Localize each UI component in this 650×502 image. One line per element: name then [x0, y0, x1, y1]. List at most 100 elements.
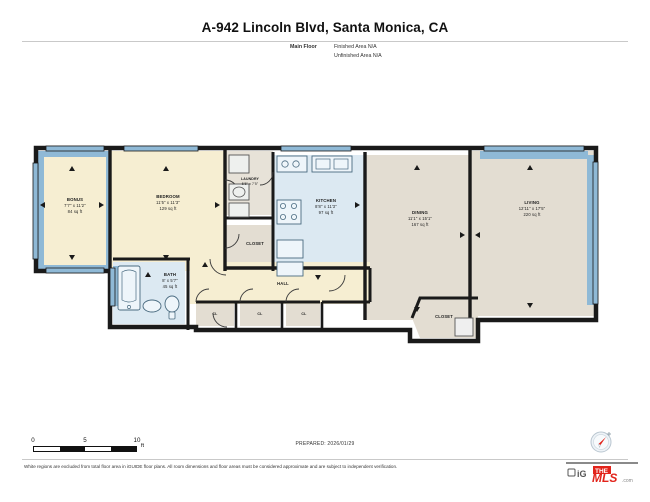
- room-label-living: LIVING 12'11" x 17'5" 220 sq ft: [518, 200, 546, 218]
- label-hall: HALL: [277, 281, 289, 286]
- prepared-date: PREPARED: 2026/01/29: [295, 441, 355, 447]
- arrow-dining-top: [414, 165, 420, 170]
- room-label-kitchen: KITCHEN 8'8" x 11'3" 97 sq ft: [315, 198, 337, 216]
- mls-logo: iG THE MLS .com: [566, 462, 638, 484]
- scale-seg-3: [85, 447, 111, 451]
- laundry-cabinet-icon: [228, 202, 250, 218]
- scale-bar: 0 5 10 ft: [31, 437, 144, 452]
- label-closet-left: CLOSET: [246, 241, 264, 246]
- living-window-right: [587, 155, 595, 305]
- room-label-dining: DINING 11'1" x 15'1" 167 sq ft: [407, 210, 433, 228]
- arrow-living-left: [475, 232, 480, 238]
- washer-icon: [228, 154, 250, 174]
- label-closet-right: CLOSET: [435, 314, 453, 319]
- window-bonus-top: [45, 145, 105, 152]
- window-kitchen-top: [280, 145, 352, 152]
- logo-rule: [566, 462, 638, 464]
- arrow-bonus-left: [40, 202, 45, 208]
- bath-window: [113, 266, 120, 306]
- kitchen-counter-left: [276, 155, 308, 173]
- scale-unit: ft: [141, 443, 145, 449]
- bathtub-drain-icon: [127, 305, 131, 309]
- kitchen-fixtures: [276, 155, 353, 277]
- arrow-kitchen-bottom: [315, 275, 321, 280]
- arrow-bonus-bottom: [69, 255, 75, 260]
- kitchen-sink-basin-1: [281, 160, 289, 168]
- wall-group: [33, 145, 599, 344]
- window-living-right: [592, 161, 599, 305]
- arrow-dining-bottom: [414, 307, 420, 312]
- wall-hall-end: [322, 268, 372, 304]
- kitchen-appliance-2: [333, 158, 349, 170]
- logo-the-bg: [593, 466, 611, 474]
- arrow-bath-top: [145, 272, 151, 277]
- wall-closet-right: [410, 296, 478, 319]
- room-label-bedroom: BEDROOM 11'5" x 11'3" 129 sq ft: [156, 194, 180, 212]
- door-cl1: [195, 288, 210, 303]
- scale-tick-10: 10: [133, 437, 141, 444]
- scale-bar-segments: [33, 446, 137, 452]
- logo-mls-text: MLS: [592, 471, 617, 484]
- scale-seg-1: [34, 447, 60, 451]
- compass-icon: [590, 431, 612, 453]
- laundry-fixtures: [228, 154, 250, 218]
- dryer-drum-icon: [232, 186, 246, 198]
- logo-the-text: THE: [595, 468, 609, 475]
- finished-area: Finished Area N/A: [334, 44, 377, 50]
- label-cl-3: CL: [301, 312, 307, 316]
- window-living-top: [483, 145, 585, 152]
- label-cl-2: CL: [257, 312, 263, 316]
- compass-needle-south: [598, 443, 601, 449]
- arrow-kitchen-right: [355, 202, 360, 208]
- arrow-dining-right: [460, 232, 465, 238]
- door-bath-ext: [212, 312, 228, 328]
- compass-cross: [607, 432, 611, 436]
- arrow-bonus-right: [99, 202, 104, 208]
- room-label-bonus: BONUS 7'7" x 11'2" 84 sq ft: [64, 197, 86, 215]
- door-laundry: [259, 171, 274, 186]
- bathtub-inner: [121, 269, 137, 303]
- floor-area-summary: Main Floor Finished Area N/A Unfinished …: [290, 44, 382, 62]
- burner-4: [290, 213, 297, 220]
- arrow-living-bottom: [527, 303, 533, 308]
- kitchen-sink-basin-2: [292, 160, 300, 168]
- window-bonus-bottom: [45, 267, 105, 274]
- scale-seg-4: [110, 447, 136, 451]
- burner-1: [279, 202, 286, 209]
- floor-label: Main Floor: [290, 44, 317, 50]
- burner-3: [279, 213, 286, 220]
- disclaimer-text: White regions are excluded from total fl…: [24, 464, 398, 469]
- kitchen-counter-right: [311, 155, 353, 173]
- scale-ticks: 0 5 10: [31, 437, 140, 446]
- toilet-tank-icon: [168, 311, 176, 320]
- height-arrow-group: [40, 165, 533, 312]
- unfinished-area: Unfinished Area N/A: [334, 53, 382, 59]
- arrow-bedroom-bottom: [163, 255, 169, 260]
- wall-cl-dividers: [234, 302, 324, 330]
- window-bedroom-top: [123, 145, 199, 152]
- closet-shelf-icon: [454, 317, 474, 337]
- room-fill-cl2: [240, 304, 280, 326]
- arrow-living-top: [527, 165, 533, 170]
- scale-seg-2: [59, 447, 85, 451]
- room-fill-cl3: [286, 304, 320, 326]
- page-title: A-942 Lincoln Blvd, Santa Monica, CA: [201, 20, 449, 35]
- room-label-laundry: LAUNDRY 5'5" x 7'5": [240, 177, 260, 187]
- door-closet-left: [224, 233, 240, 249]
- arrow-hall-top: [202, 262, 208, 267]
- window-group: [32, 145, 599, 307]
- bathtub-icon: [117, 265, 141, 311]
- window-bath-left: [109, 267, 116, 307]
- living-window-top: [480, 151, 588, 159]
- burner-2: [290, 202, 297, 209]
- room-label-bath: BATH 8' x 5'7" 45 sq ft: [162, 272, 178, 290]
- sink-icon: [142, 299, 162, 313]
- room-fill-bonus: [44, 157, 106, 265]
- kitchen-island-icon: [276, 239, 304, 259]
- dryer-icon: [228, 183, 250, 201]
- arrow-bedroom-right: [215, 202, 220, 208]
- logo-ig-text: iG: [577, 469, 587, 479]
- door-kitchen-hall: [328, 274, 346, 292]
